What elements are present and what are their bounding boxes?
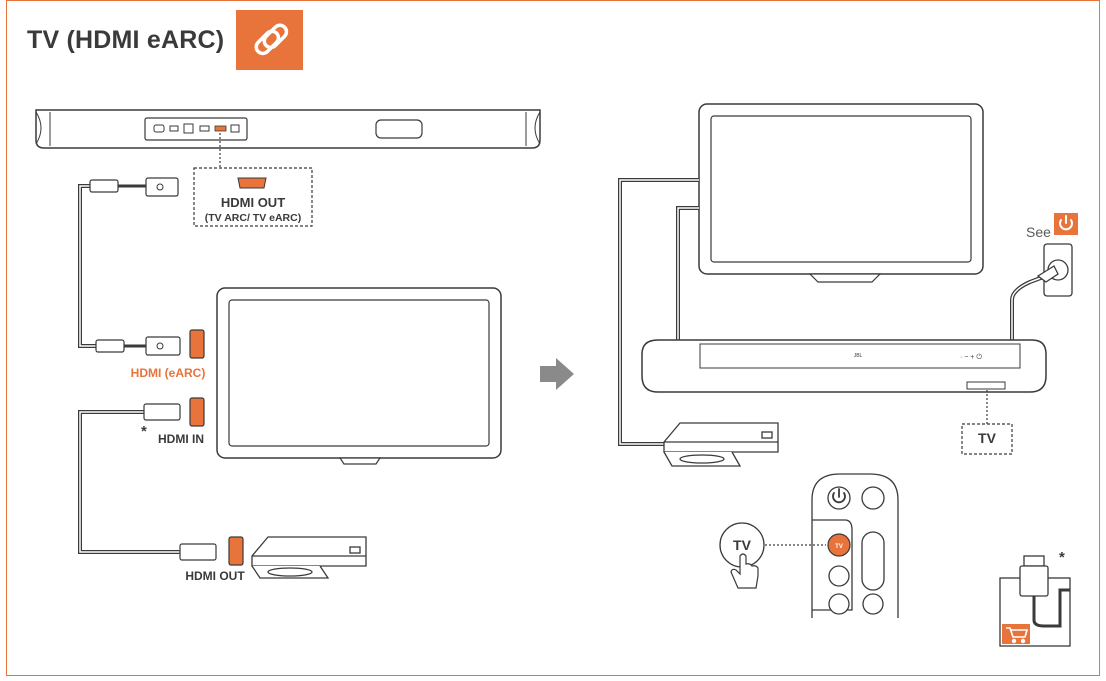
- remote-tv-key-label: TV: [835, 544, 843, 550]
- soundbar-controls: · − + ⏻: [960, 353, 982, 361]
- link-icon: [254, 23, 289, 56]
- asterisk-mark: *: [141, 423, 147, 440]
- brand-logo: JBL: [854, 353, 863, 359]
- hdmi-out-sub-label: (TV ARC/ TV eARC): [205, 212, 301, 224]
- result-cables: [618, 178, 1047, 446]
- page-frame: [6, 0, 1100, 676]
- tv-earc-port: [189, 329, 205, 359]
- bluray-player-result: [663, 422, 779, 467]
- accessory-asterisk: *: [1059, 549, 1065, 566]
- hdmi-port-icon: [237, 177, 267, 189]
- hdmi-out-label: HDMI OUT: [221, 195, 285, 210]
- tv-hdmi-in-port: [189, 397, 205, 427]
- tv-button-label: TV: [733, 537, 752, 553]
- link-badge: [236, 10, 303, 70]
- hdmi-in-label: HDMI IN: [158, 432, 204, 446]
- power-icon: [1059, 215, 1073, 231]
- tv-result: [698, 103, 984, 283]
- bluray-player: [251, 536, 367, 579]
- hdmi-earc-label: HDMI (eARC): [131, 366, 206, 380]
- remote-tv-key: [827, 533, 851, 557]
- remote-power-icon: [832, 488, 846, 504]
- player-hdmi-port: [228, 536, 244, 566]
- hand-pointer-icon: [730, 553, 759, 589]
- soundbar-front: JBL · − + ⏻: [641, 339, 1047, 393]
- soundbar-rear: [35, 109, 541, 149]
- see-label: See: [1026, 224, 1051, 240]
- tv-display-callout: [961, 423, 1013, 455]
- page-title: TV (HDMI eARC): [27, 26, 225, 54]
- tv-display-label: TV: [978, 430, 997, 446]
- arrow-right-icon: [540, 358, 574, 390]
- remote-control: [811, 473, 899, 618]
- hdmi-cable-earc: [78, 177, 181, 356]
- wall-outlet: [1036, 243, 1073, 297]
- hdmi-out-callout: [193, 167, 313, 227]
- hdmi-cable-accessory: [1019, 555, 1070, 628]
- player-hdmi-out-label: HDMI OUT: [185, 569, 245, 583]
- tv-illustration: [216, 287, 502, 465]
- hdmi-cable-player: [78, 403, 217, 561]
- shopping-cart-icon: [1006, 627, 1029, 644]
